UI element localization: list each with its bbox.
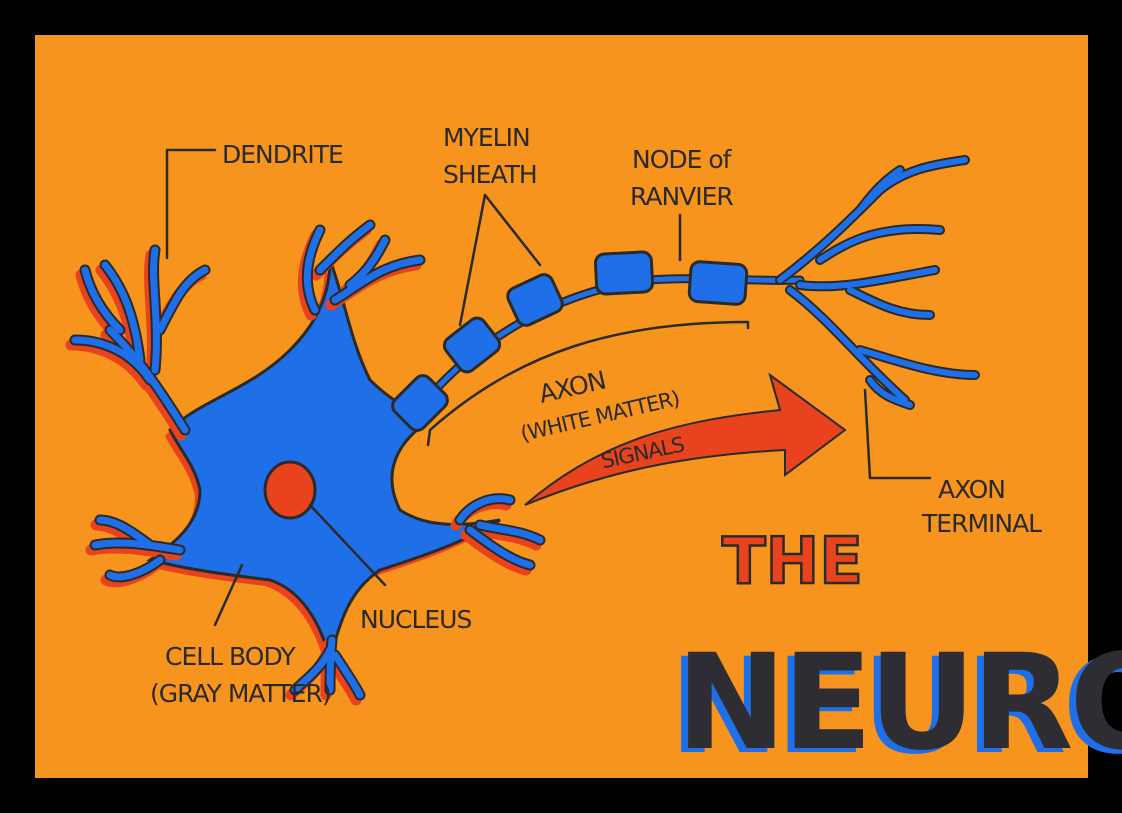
myelin-sheath [391, 250, 749, 432]
label-myelin-line1: MYELIN [443, 123, 530, 152]
title-the: THE [722, 525, 863, 599]
signals-arrow [524, 372, 847, 506]
leader-lines [165, 148, 932, 627]
label-terminal-line1: AXON [938, 475, 1005, 504]
label-nucleus: NUCLEUS [360, 605, 471, 634]
label-myelin-line2: SHEATH [443, 160, 537, 189]
label-node-line2: RANVIER [630, 182, 733, 211]
axon-terminal [775, 155, 980, 410]
dendrites [65, 219, 546, 706]
label-terminal-line2: TERMINAL [921, 509, 1042, 538]
label-dendrite: DENDRITE [222, 140, 343, 169]
nucleus [263, 460, 317, 520]
label-node-line1: NODE of [632, 145, 733, 174]
label-cellbody-line1: CELL BODY [165, 642, 296, 671]
label-cellbody-line2: (GRAY MATTER) [150, 679, 331, 708]
